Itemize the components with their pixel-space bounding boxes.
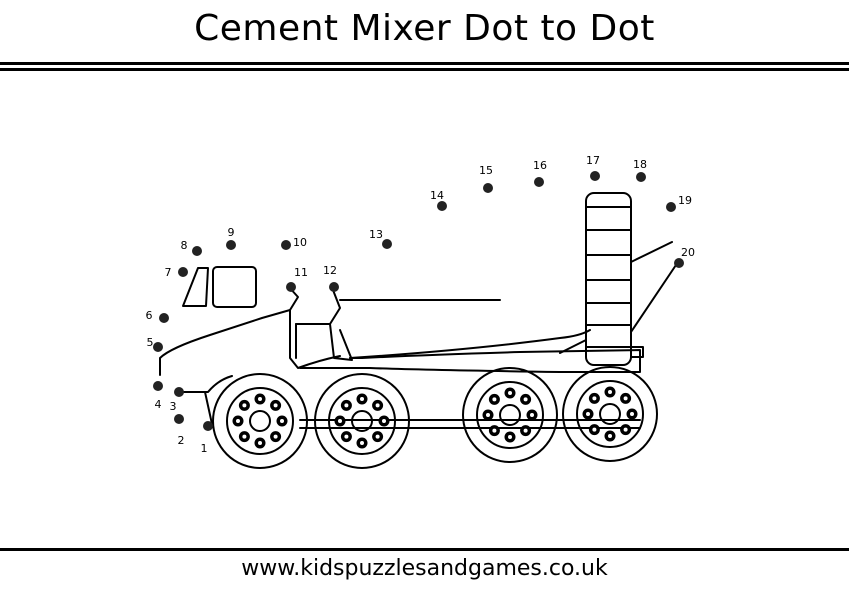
dot-8	[192, 246, 202, 256]
footer-divider	[0, 548, 849, 551]
dot-2	[174, 414, 184, 424]
wheel-4	[562, 366, 658, 462]
rear-bumper	[630, 346, 644, 358]
dot-11	[286, 282, 296, 292]
chassis-top	[299, 349, 641, 373]
cab-window-left	[182, 267, 209, 307]
dot-label-15: 15	[479, 164, 493, 177]
lug-nut-center	[592, 427, 597, 432]
lug-nut-center	[508, 435, 512, 439]
lug-nut-center	[508, 391, 512, 395]
dot-label-3: 3	[170, 400, 177, 413]
dot-label-2: 2	[178, 434, 185, 447]
lug-nut-center	[608, 390, 612, 394]
lug-nut-center	[236, 419, 240, 423]
dot-label-9: 9	[228, 226, 235, 239]
dot-label-20: 20	[681, 246, 695, 259]
dot-1	[203, 421, 213, 431]
dot-label-5: 5	[147, 336, 154, 349]
lug-nut-center	[592, 396, 597, 401]
dot-15	[483, 183, 493, 193]
lug-nut-center	[630, 412, 634, 416]
dot-label-7: 7	[165, 266, 172, 279]
front-lower-edge	[204, 391, 213, 425]
dot-18	[636, 172, 646, 182]
dot-20	[674, 258, 684, 268]
lug-nut-center	[258, 441, 262, 445]
dot-4	[153, 381, 163, 391]
dot-label-8: 8	[181, 239, 188, 252]
lug-nut-center	[382, 419, 386, 423]
dot-12	[329, 282, 339, 292]
lug-nut-center	[360, 397, 364, 401]
dot-label-4: 4	[155, 398, 162, 411]
dot-13	[382, 239, 392, 249]
dot-7	[178, 267, 188, 277]
dot-5	[153, 342, 163, 352]
dot-label-12: 12	[323, 264, 337, 277]
lug-nut-center	[608, 434, 612, 438]
cab-outline	[159, 309, 341, 376]
dot-3	[174, 387, 184, 397]
lug-nut-center	[344, 403, 349, 408]
wheel-1	[212, 373, 308, 469]
lug-nut-center	[242, 434, 247, 439]
page-title: Cement Mixer Dot to Dot	[194, 8, 655, 49]
wheel-lug-nuts	[232, 386, 638, 449]
dot-19	[666, 202, 676, 212]
dot-16	[534, 177, 544, 187]
footer-url: www.kidspuzzlesandgames.co.uk	[241, 556, 608, 581]
dot-label-16: 16	[533, 159, 547, 172]
wheel-3	[462, 367, 558, 463]
dot-label-1: 1	[201, 442, 208, 455]
mixer-drum-base	[349, 329, 591, 359]
dot-6	[159, 313, 169, 323]
lug-nut-center	[523, 397, 528, 402]
dot-label-10: 10	[293, 236, 307, 249]
dot-label-19: 19	[678, 194, 692, 207]
lug-nut-center	[338, 419, 342, 423]
mixer-support-right-post	[329, 323, 353, 361]
title-divider-lower	[0, 68, 849, 71]
lug-nut-center	[623, 396, 628, 401]
dot-17	[590, 171, 600, 181]
dot-9	[226, 240, 236, 250]
rear-column-rings	[585, 206, 632, 348]
dot-label-13: 13	[369, 228, 383, 241]
dot-label-17: 17	[586, 154, 600, 167]
lug-nut-center	[375, 434, 380, 439]
lug-nut-center	[530, 413, 534, 417]
lug-nut-center	[492, 397, 497, 402]
cab-window-right	[212, 266, 257, 308]
lug-nut-center	[492, 428, 497, 433]
front-bumper	[179, 375, 233, 393]
dot-label-6: 6	[146, 309, 153, 322]
dot-label-18: 18	[633, 158, 647, 171]
dot-label-14: 14	[430, 189, 444, 202]
lug-nut-center	[258, 397, 262, 401]
lug-nut-center	[344, 434, 349, 439]
lug-nut-center	[273, 403, 278, 408]
lug-nut-center	[586, 412, 590, 416]
dot-label-11: 11	[294, 266, 308, 279]
lug-nut-center	[360, 441, 364, 445]
lug-nut-center	[623, 427, 628, 432]
title-divider-upper	[0, 62, 849, 65]
lug-nut-center	[486, 413, 490, 417]
chute-arm	[630, 241, 679, 333]
dot-10	[281, 240, 291, 250]
lug-nut-center	[280, 419, 284, 423]
lug-nut-center	[242, 403, 247, 408]
lug-nut-center	[273, 434, 278, 439]
lug-nut-center	[523, 428, 528, 433]
lug-nut-center	[375, 403, 380, 408]
chute-foot	[559, 339, 587, 354]
mixer-support-right	[329, 289, 341, 325]
wheel-2	[314, 373, 410, 469]
dot-14	[437, 201, 447, 211]
